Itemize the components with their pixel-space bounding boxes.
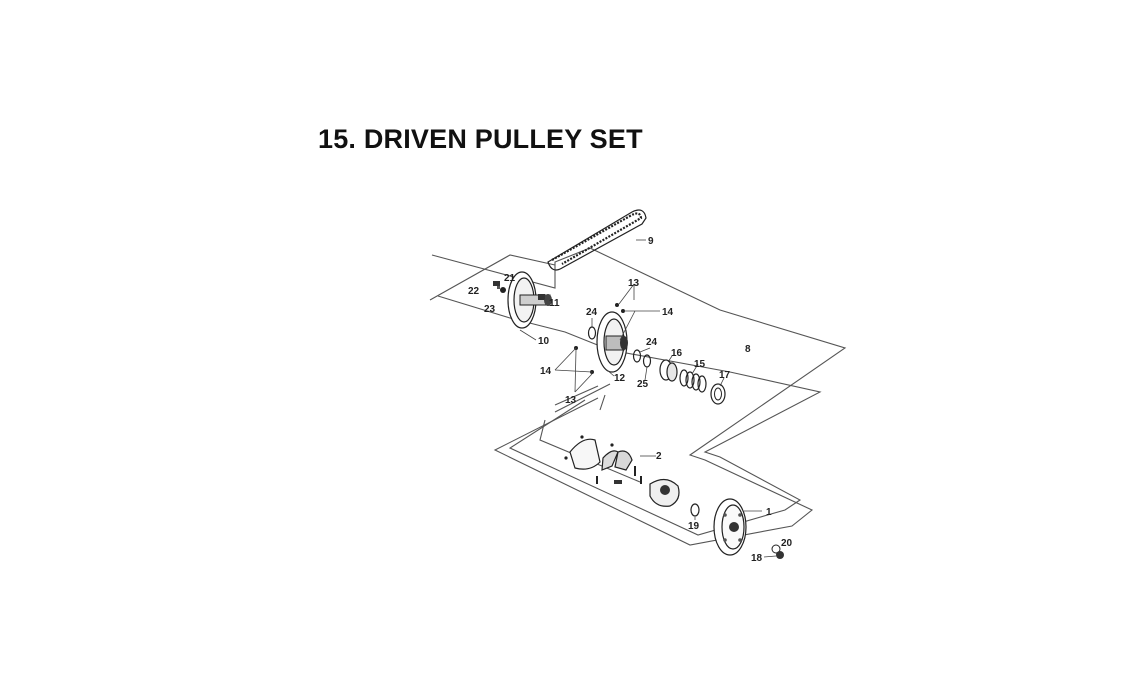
callout-20: 20 — [781, 538, 793, 549]
callout-10: 10 — [538, 336, 550, 347]
o-rings-24-25 — [587, 318, 652, 381]
callout-24-right: 24 — [646, 337, 658, 348]
spring-15 — [679, 363, 707, 393]
callout-24-left: 24 — [586, 307, 598, 318]
assembly-outline — [429, 247, 847, 546]
callout-9: 9 — [648, 236, 654, 247]
callout-15: 15 — [694, 359, 706, 370]
spring-seat-17 — [710, 377, 726, 405]
callout-2: 2 — [656, 451, 662, 462]
callout-13-top: 13 — [628, 278, 640, 289]
callout-23: 23 — [484, 304, 496, 315]
callout-labels: 1 2 8 9 10 11 12 13 13 14 14 15 16 17 18… — [468, 236, 793, 564]
guide-pins-13-14 — [554, 283, 660, 393]
callout-14-right: 14 — [662, 307, 674, 318]
callout-8: 8 — [745, 344, 751, 355]
drive-belt-9 — [547, 209, 647, 271]
hardware-21-22-23 — [493, 281, 506, 293]
callout-18: 18 — [751, 553, 763, 564]
clutch-assembly-2 — [564, 435, 680, 507]
fixed-sheave-10 — [507, 271, 552, 341]
callout-12: 12 — [614, 373, 626, 384]
callout-22: 22 — [468, 286, 480, 297]
clutch-outer-1 — [713, 498, 762, 556]
callout-25: 25 — [637, 379, 649, 390]
callout-14-left: 14 — [540, 366, 552, 377]
collar-16 — [659, 355, 678, 382]
callout-11: 11 — [549, 298, 560, 309]
callout-13-bottom: 13 — [565, 395, 577, 406]
callout-19: 19 — [688, 521, 700, 532]
nut-18-washer-20 — [763, 544, 784, 559]
washer-19 — [690, 503, 700, 520]
callout-16: 16 — [671, 348, 683, 359]
callout-21: 21 — [504, 273, 516, 284]
callout-17: 17 — [719, 370, 731, 381]
callout-1: 1 — [766, 507, 772, 518]
page-title: 15. DRIVEN PULLEY SET — [318, 124, 643, 154]
movable-sheave-12 — [596, 311, 628, 377]
